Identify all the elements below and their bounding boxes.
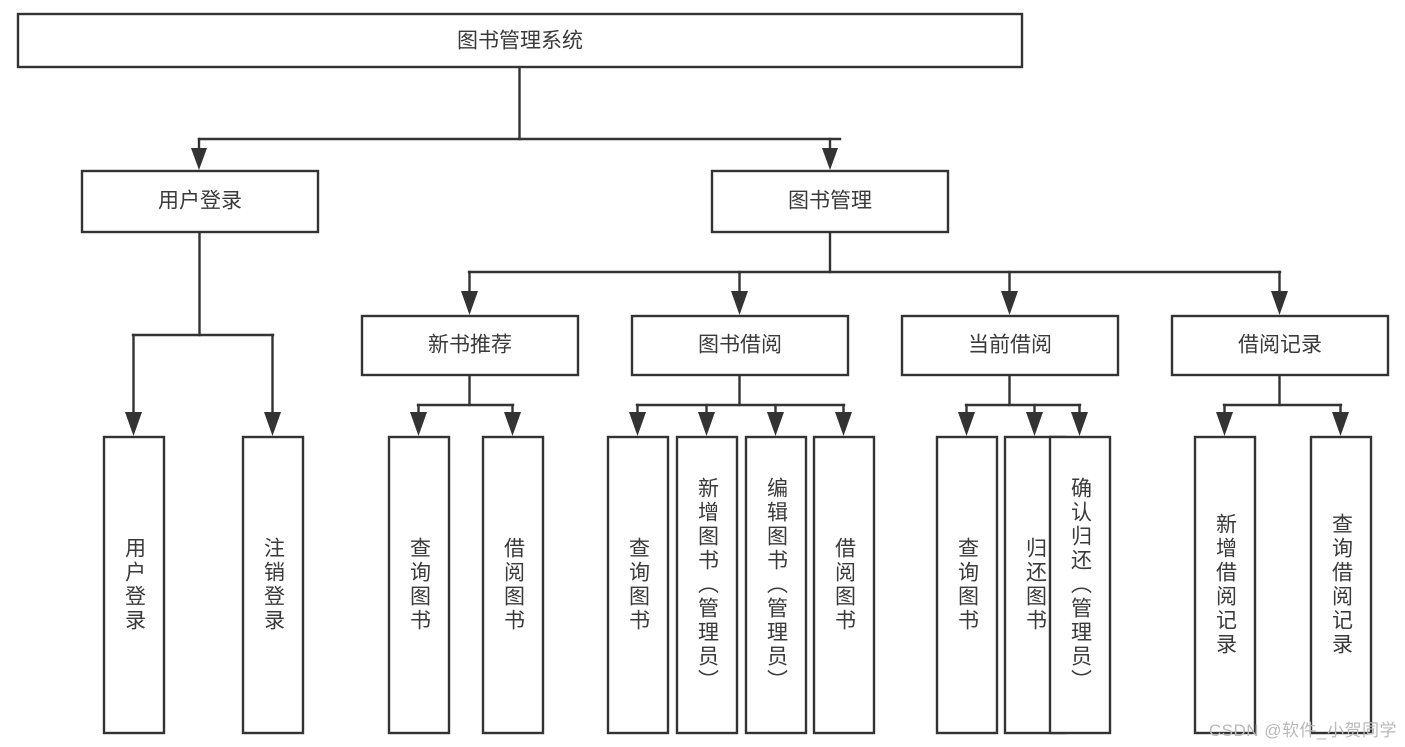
node-new-book-recommend[interactable]: 新书推荐 <box>360 314 580 377</box>
arrow-borrow-record-leaf2 <box>1332 412 1349 436</box>
leaf-user-login-logout-box <box>241 435 305 735</box>
leaf-book-borrow-query-label: 查询图书 <box>627 537 651 633</box>
leaf-current-borrow-return-label: 归还图书 <box>1024 537 1048 633</box>
node-borrow-record-box <box>1170 314 1390 377</box>
node-current-borrow[interactable]: 当前借阅 <box>900 314 1120 377</box>
arrow-book-borrow-leaf3 <box>767 412 784 436</box>
arrow-root-to-user-login <box>191 148 207 170</box>
leaf-borrow-record-add-label: 新增借阅记录 <box>1214 513 1238 657</box>
connector-layer <box>125 65 1349 436</box>
arrow-book-borrow-leaf4 <box>835 412 852 436</box>
leaf-new-book-query-box <box>387 435 451 735</box>
leaf-book-borrow-borrow-label: 借阅图书 <box>833 537 857 633</box>
arrow-new-book-leaf2 <box>504 412 521 436</box>
leaf-borrow-record-query[interactable]: 查询借阅记录 <box>1309 435 1373 735</box>
leaf-new-book-query[interactable]: 查询图书 <box>387 435 451 735</box>
leaf-book-borrow-query-box <box>606 435 670 735</box>
node-new-book-recommend-label: 新书推荐 <box>428 334 512 357</box>
leaf-book-borrow-add-label: 新增图书（管理员） <box>696 477 720 693</box>
node-book-management-label: 图书管理 <box>788 190 872 213</box>
node-root-label: 图书管理系统 <box>457 30 583 53</box>
leaf-current-borrow-query-label: 查询图书 <box>956 537 980 633</box>
node-user-login[interactable]: 用户登录 <box>80 169 320 234</box>
leaf-book-borrow-query[interactable]: 查询图书 <box>606 435 670 735</box>
node-book-borrow-label: 图书借阅 <box>698 334 782 357</box>
leaf-book-borrow-add-box <box>675 435 739 735</box>
leaf-new-book-borrow-label: 借阅图书 <box>502 537 526 633</box>
node-user-login-label: 用户登录 <box>158 190 242 213</box>
leaf-current-borrow-query[interactable]: 查询图书 <box>935 435 999 735</box>
arrow-current-borrow-leaf2 <box>1026 412 1043 436</box>
arrow-bm-to-borrow-record <box>1271 291 1288 315</box>
arrow-bm-to-current-borrow <box>1001 291 1018 315</box>
leaf-book-borrow-edit-box <box>744 435 808 735</box>
leaf-user-login-login[interactable]: 用户登录 <box>102 435 166 735</box>
leaf-borrow-record-query-label: 查询借阅记录 <box>1330 513 1354 657</box>
node-borrow-record-label: 借阅记录 <box>1238 334 1322 357</box>
leaf-borrow-record-add[interactable]: 新增借阅记录 <box>1193 435 1257 735</box>
leaf-current-borrow-confirm-return[interactable]: 确认归还（管理员） <box>1048 435 1112 735</box>
arrow-borrow-record-leaf1 <box>1216 412 1233 436</box>
leaf-borrow-record-query-box <box>1309 435 1373 735</box>
node-current-borrow-box <box>900 314 1120 377</box>
leaf-new-book-borrow-box <box>481 435 545 735</box>
node-borrow-record[interactable]: 借阅记录 <box>1170 314 1390 377</box>
arrow-bm-to-book-borrow <box>731 291 748 315</box>
arrow-user-login-leaf2 <box>264 412 281 436</box>
node-root-book-management-system[interactable]: 图书管理系统 <box>16 12 1024 69</box>
leaf-user-login-logout-label: 注销登录 <box>262 537 286 633</box>
arrow-current-borrow-leaf1 <box>958 412 975 436</box>
arrow-root-to-book-manage <box>822 148 838 170</box>
arrow-current-borrow-leaf3 <box>1071 412 1088 436</box>
leaf-book-borrow-borrow-box <box>812 435 876 735</box>
leaf-current-borrow-query-box <box>935 435 999 735</box>
leaf-borrow-record-add-box <box>1193 435 1257 735</box>
node-root-box <box>16 12 1024 69</box>
leaf-user-login-login-box <box>102 435 166 735</box>
leaf-book-borrow-add[interactable]: 新增图书（管理员） <box>675 435 739 735</box>
leaf-new-book-borrow[interactable]: 借阅图书 <box>481 435 545 735</box>
node-new-book-recommend-box <box>360 314 580 377</box>
leaf-user-login-logout[interactable]: 注销登录 <box>241 435 305 735</box>
arrow-book-borrow-leaf1 <box>629 412 646 436</box>
node-current-borrow-label: 当前借阅 <box>968 334 1052 357</box>
leaf-book-borrow-edit[interactable]: 编辑图书（管理员） <box>744 435 808 735</box>
csdn-watermark: CSDN @软件_小贺同学 <box>1208 721 1397 740</box>
leaf-book-borrow-edit-label: 编辑图书（管理员） <box>765 477 789 693</box>
node-book-management[interactable]: 图书管理 <box>710 169 950 234</box>
node-book-borrow[interactable]: 图书借阅 <box>630 314 850 377</box>
node-book-borrow-box <box>630 314 850 377</box>
arrow-bm-to-new-book <box>461 291 478 315</box>
leaf-user-login-login-label: 用户登录 <box>123 537 147 633</box>
arrow-new-book-leaf1 <box>410 412 427 436</box>
arrow-user-login-leaf1 <box>125 412 142 436</box>
leaf-book-borrow-borrow[interactable]: 借阅图书 <box>812 435 876 735</box>
node-book-management-box <box>710 169 950 234</box>
leaf-current-borrow-confirm-return-box <box>1048 435 1112 735</box>
node-user-login-box <box>80 169 320 234</box>
leaf-new-book-query-label: 查询图书 <box>408 537 432 633</box>
arrow-book-borrow-leaf2 <box>698 412 715 436</box>
leaf-current-borrow-confirm-return-label: 确认归还（管理员） <box>1069 477 1093 693</box>
